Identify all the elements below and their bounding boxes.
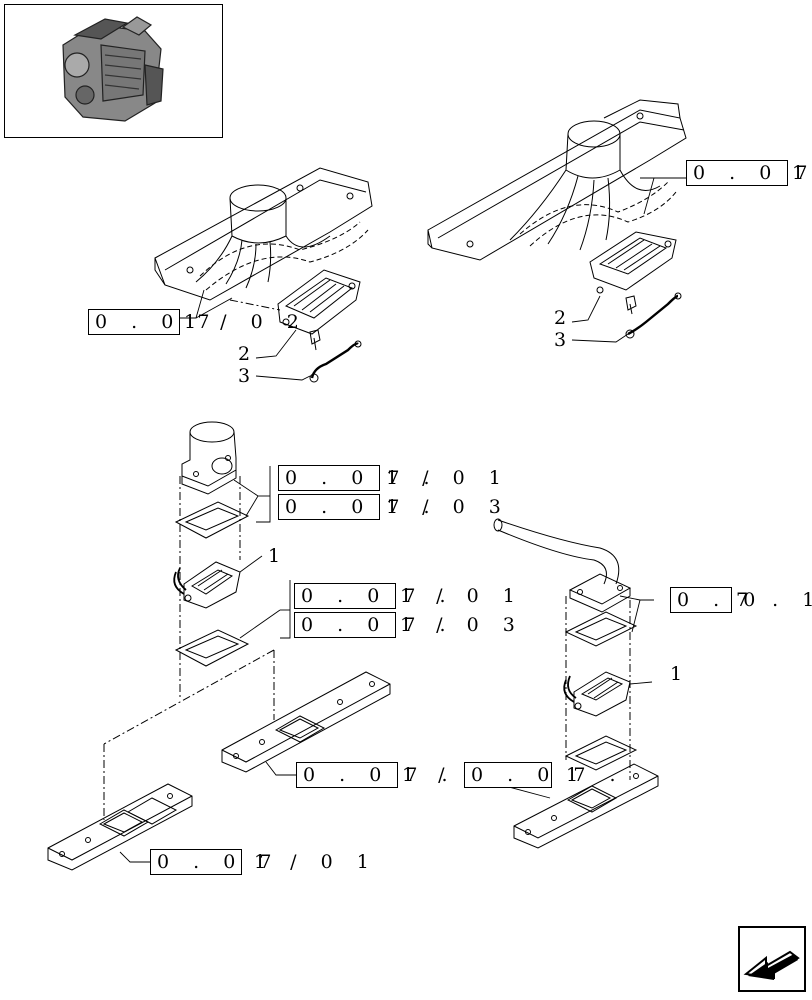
ref-box-c1[interactable]: 0 . 0 7 . — [278, 465, 430, 491]
ref-tail-h: 1 / 0 1 — [254, 851, 378, 873]
ref-box-f[interactable]: 0 . 0 7 . — [296, 762, 448, 788]
ref-tail-b: 1 — [792, 162, 812, 184]
callout-2-left: 2 — [238, 343, 251, 365]
gasket-right-upper — [564, 611, 638, 647]
ref-box-d1[interactable]: 0 . 0 7 . — [294, 583, 446, 609]
ref-box-d2[interactable]: 0 . 0 7 . — [294, 612, 446, 638]
ref-tail-c2: 1 / 0 3 — [386, 496, 510, 518]
ref-tail-c1: 1 / 0 1 — [386, 467, 510, 489]
ref-box-g[interactable]: 0 . 0 7 . — [464, 762, 616, 788]
callout-3-left: 3 — [238, 365, 251, 387]
engine-thumbnail-icon — [62, 16, 164, 122]
center-lines-right — [565, 596, 631, 780]
heater-element-mid-right — [563, 671, 631, 717]
alignment-line — [229, 299, 281, 311]
heater-element-right — [589, 231, 677, 294]
gasket-left-upper — [174, 501, 250, 539]
back-nav-button[interactable] — [738, 926, 806, 992]
callout-1-mid-left: 1 — [268, 545, 281, 567]
gasket-left-lower — [174, 629, 250, 667]
center-lines-left — [103, 476, 275, 820]
callout-3-right: 3 — [554, 329, 567, 351]
manifold-plate-right — [513, 763, 659, 849]
ref-box-h[interactable]: 0 . 0 7 — [150, 849, 271, 875]
manifold-plate-mid — [221, 671, 391, 773]
bolt-right — [625, 295, 637, 315]
engine-thumbnail — [4, 4, 223, 138]
leader-lines — [119, 177, 686, 863]
ref-tail-e: 7 . 1 — [736, 589, 812, 611]
ref-box-b[interactable]: 0 . 0 7 . — [686, 160, 812, 186]
heater-element-left — [277, 269, 361, 335]
ref-tail-d2: 1 / 0 3 — [400, 614, 524, 636]
callout-2-right: 2 — [554, 307, 567, 329]
ref-box-c2[interactable]: 0 . 0 7 . — [278, 494, 430, 520]
ref-tail-a: 1 / 0 2 — [184, 311, 308, 333]
elbow-fitting-left — [181, 421, 237, 495]
cable-left — [309, 340, 362, 383]
manifold-plate-lower — [47, 783, 193, 871]
ref-box-e[interactable]: 0 . 0 — [670, 587, 755, 613]
intake-manifold-right — [427, 99, 687, 261]
intake-pipe-right — [493, 518, 632, 613]
callout-1-mid-right: 1 — [670, 663, 683, 685]
ref-tail-d1: 1 / 0 1 — [400, 585, 524, 607]
ref-box-a[interactable]: 0 . 0 7 — [88, 309, 209, 335]
bolt-left — [309, 329, 321, 351]
cable-right — [625, 292, 682, 339]
ref-tail-g: 1 — [566, 764, 588, 786]
intake-manifold-left — [154, 167, 373, 301]
heater-element-mid-left — [173, 561, 241, 609]
arrow-back-icon — [743, 950, 800, 980]
gasket-right-lower — [564, 735, 638, 771]
